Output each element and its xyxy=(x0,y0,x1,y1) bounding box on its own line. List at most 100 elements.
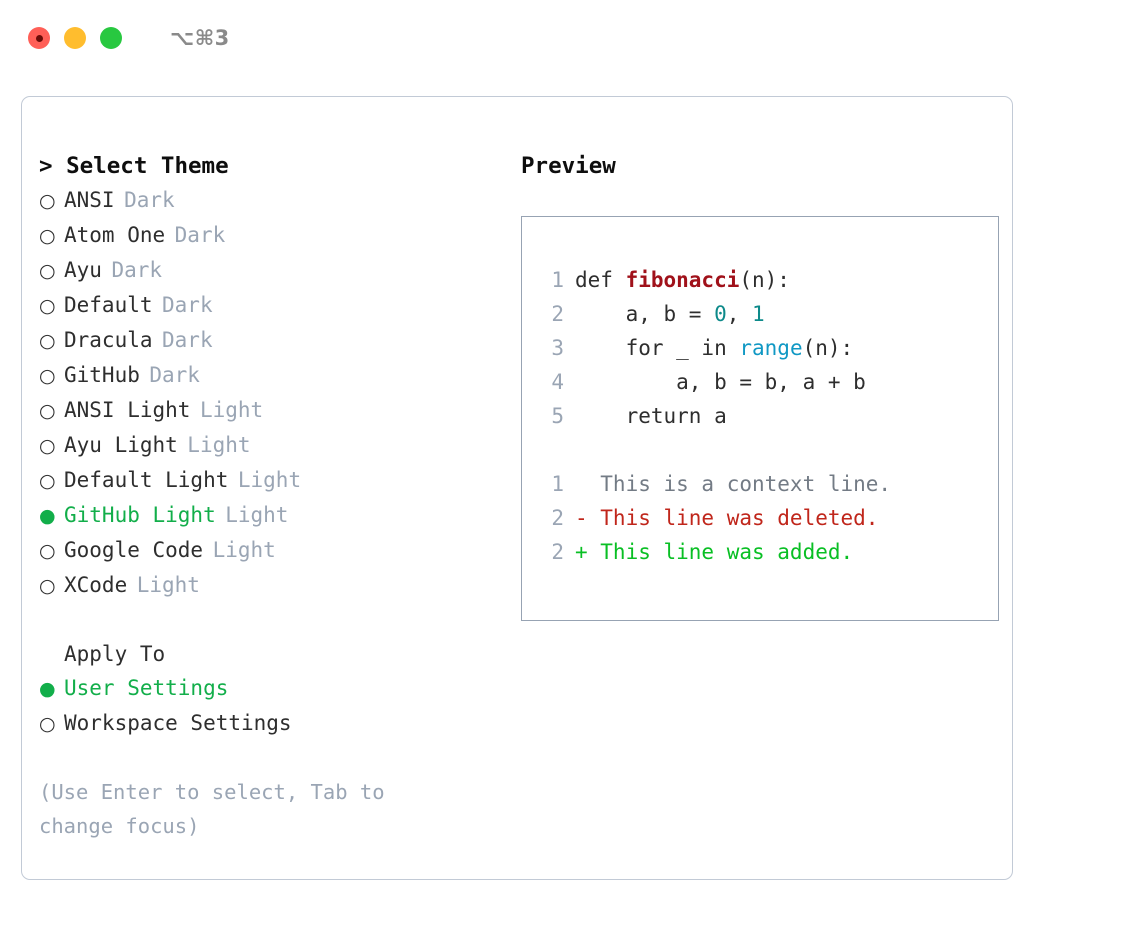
radio-unselected-icon: ○ xyxy=(39,435,56,457)
theme-name-label: GitHub xyxy=(64,363,140,387)
code-line: 2+ This line was added. xyxy=(522,535,998,569)
maximize-button-icon[interactable] xyxy=(100,27,122,49)
apply-to-option-label: User Settings xyxy=(64,676,229,700)
preview-title: Preview xyxy=(521,153,616,179)
theme-list-item[interactable]: ○ GitHub Dark xyxy=(39,358,501,393)
apply-to-options[interactable]: ● User Settings ○Workspace Settings xyxy=(39,671,501,741)
theme-name-label: Atom One xyxy=(64,223,166,247)
code-line: 3 for _ in range(n): xyxy=(522,331,998,365)
code-token: range xyxy=(739,336,803,360)
apply-to-option[interactable]: ○Workspace Settings xyxy=(39,706,501,741)
line-number: 1 xyxy=(551,472,564,496)
code-token: fibonacci xyxy=(625,268,740,292)
theme-name-label: Default Light xyxy=(64,468,229,492)
radio-unselected-icon: ○ xyxy=(39,225,56,247)
line-number: 2 xyxy=(551,302,564,326)
theme-variant-badge: Light xyxy=(136,573,200,597)
close-button-icon[interactable] xyxy=(28,27,50,49)
code-text: def fibonacci(n): xyxy=(564,263,790,297)
code-text: return a xyxy=(564,399,727,433)
code-token: (n): xyxy=(802,336,854,360)
theme-variant-badge: Light xyxy=(187,433,251,457)
code-token: return a xyxy=(575,404,727,428)
radio-selected-icon: ● xyxy=(39,505,56,527)
spacer xyxy=(39,603,501,637)
code-text: for _ in range(n): xyxy=(564,331,854,365)
code-text: a, b = 0, 1 xyxy=(564,297,765,331)
apply-to-label: Apply To xyxy=(64,642,166,666)
code-spacer xyxy=(522,433,998,467)
theme-name-label: ANSI xyxy=(64,188,115,212)
code-token: , xyxy=(726,302,753,326)
code-token: for _ in xyxy=(575,336,740,360)
code-token: - This line was deleted. xyxy=(575,506,879,530)
code-token: a, b = xyxy=(575,302,715,326)
radio-unselected-icon: ○ xyxy=(39,260,56,282)
theme-variant-badge: Dark xyxy=(162,328,213,352)
theme-variant-badge: Light xyxy=(199,398,264,422)
window-controls xyxy=(28,27,122,49)
keyboard-shortcut-label: ⌥⌘3 xyxy=(170,26,230,50)
theme-list-item[interactable]: ○ Ayu Dark xyxy=(39,253,501,288)
code-token: def xyxy=(575,268,626,292)
keyboard-hint-text: (Use Enter to select, Tab to change focu… xyxy=(39,780,385,838)
theme-name-label: ANSI Light xyxy=(64,398,191,422)
theme-name-label: Ayu xyxy=(64,258,102,282)
code-text: + This line was added. xyxy=(564,535,853,569)
minimize-button-icon[interactable] xyxy=(64,27,86,49)
theme-list-item[interactable]: ○ Atom One Dark xyxy=(39,218,501,253)
theme-list-item[interactable]: ● GitHub Light Light xyxy=(39,498,501,533)
line-number: 1 xyxy=(551,268,564,292)
theme-name-label: Ayu Light xyxy=(64,433,178,457)
theme-list-item[interactable]: ○ Dracula Dark xyxy=(39,323,501,358)
radio-unselected-icon: ○ xyxy=(39,365,56,387)
diff-sample: 1 This is a context line.2- This line wa… xyxy=(522,467,998,569)
theme-name-label: Dracula xyxy=(64,328,153,352)
line-number: 4 xyxy=(551,370,564,394)
radio-unselected-icon: ○ xyxy=(39,295,56,317)
code-token: 0 xyxy=(714,302,727,326)
code-token: + This line was added. xyxy=(575,540,854,564)
code-line: 2 a, b = 0, 1 xyxy=(522,297,998,331)
theme-variant-badge: Dark xyxy=(162,293,213,317)
code-token: a, b = b, a + b xyxy=(575,370,866,394)
theme-list-item[interactable]: ○ XCode Light xyxy=(39,568,501,603)
radio-unselected-icon: ○ xyxy=(39,575,56,597)
theme-variant-badge: Dark xyxy=(124,188,175,212)
theme-list-item[interactable]: ○ Default Dark xyxy=(39,288,501,323)
theme-name-label: Default xyxy=(64,293,153,317)
line-number: 3 xyxy=(551,336,564,360)
code-line: 4 a, b = b, a + b xyxy=(522,365,998,399)
code-text: - This line was deleted. xyxy=(564,501,878,535)
radio-unselected-icon: ○ xyxy=(39,540,56,562)
theme-variant-badge: Dark xyxy=(174,223,226,247)
theme-variant-badge: Light xyxy=(225,503,289,527)
theme-variant-badge: Dark xyxy=(111,258,163,282)
theme-variant-badge: Dark xyxy=(149,363,200,387)
theme-name-label: Google Code xyxy=(64,538,204,562)
code-token: (n): xyxy=(739,268,790,292)
radio-unselected-icon: ○ xyxy=(39,713,56,735)
code-text: This is a context line. xyxy=(564,467,891,501)
theme-variant-badge: Light xyxy=(237,468,302,492)
radio-unselected-icon: ○ xyxy=(39,330,56,352)
radio-selected-icon: ● xyxy=(39,678,56,700)
line-number: 5 xyxy=(551,404,564,428)
theme-list-item[interactable]: ○ Ayu Light Light xyxy=(39,428,501,463)
theme-name-label: GitHub Light xyxy=(64,503,216,527)
apply-to-option[interactable]: ● User Settings xyxy=(39,671,501,706)
code-text: a, b = b, a + b xyxy=(564,365,866,399)
theme-name-label: XCode xyxy=(64,573,128,597)
